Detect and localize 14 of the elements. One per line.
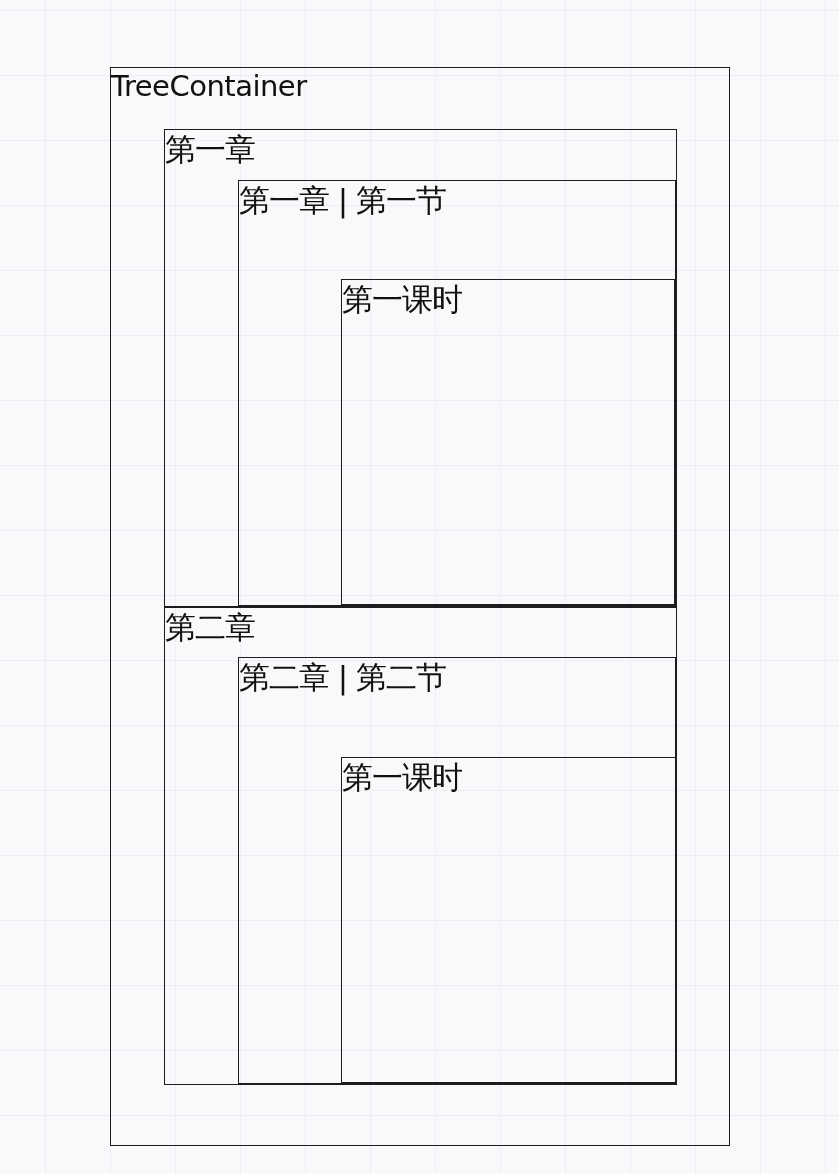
box-title: TreeContainer bbox=[111, 70, 307, 104]
container-box bbox=[341, 279, 675, 605]
box-title: 第一章 bbox=[165, 132, 255, 168]
box-title: 第二章 | 第二节 bbox=[239, 660, 447, 696]
container-box bbox=[238, 180, 676, 606]
container-box bbox=[164, 607, 677, 1085]
container-box bbox=[341, 757, 676, 1083]
container-box bbox=[164, 129, 677, 607]
container-box bbox=[238, 657, 676, 1084]
container-box bbox=[110, 67, 730, 1146]
box-title: 第二章 bbox=[165, 610, 255, 646]
box-title: 第一课时 bbox=[342, 282, 462, 318]
box-title: 第一章 | 第一节 bbox=[239, 183, 447, 219]
box-title: 第一课时 bbox=[342, 760, 462, 796]
